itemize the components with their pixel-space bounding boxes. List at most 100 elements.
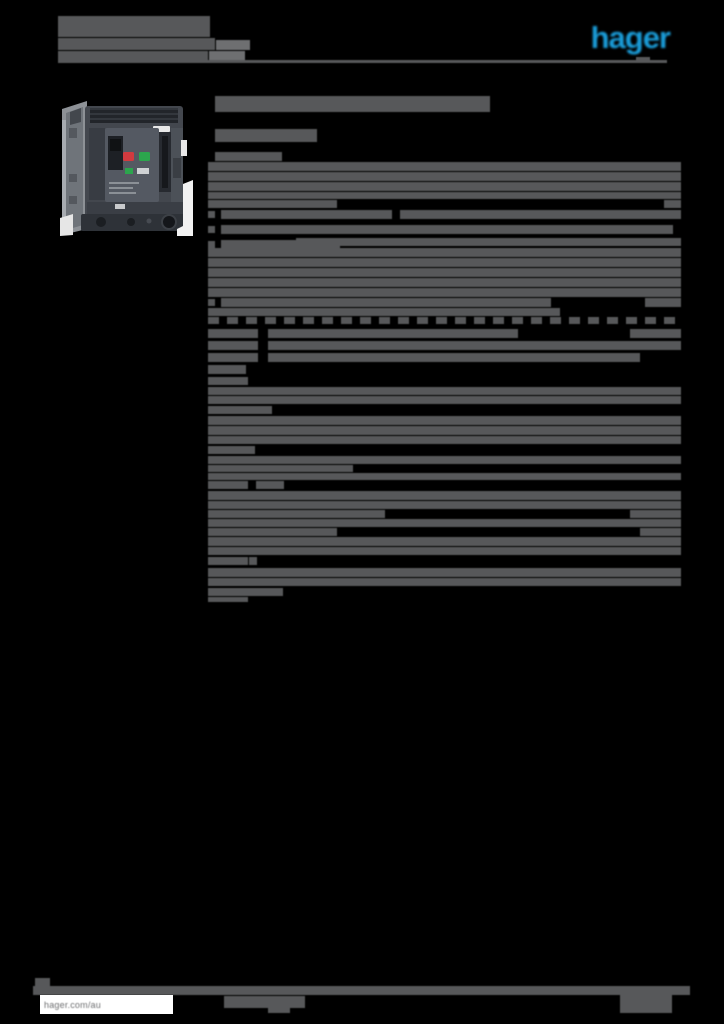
paragraph-line	[208, 578, 681, 586]
base-port	[96, 217, 106, 227]
paragraph-line	[208, 248, 681, 257]
table-value	[268, 353, 640, 362]
rating-plate-line	[109, 192, 136, 194]
paragraph-line	[208, 510, 385, 518]
breaker-lower-band	[87, 202, 183, 215]
paragraph-line	[208, 528, 337, 536]
paragraph-line	[208, 200, 337, 208]
lower-band-label	[115, 204, 125, 209]
on-button[interactable]	[139, 152, 150, 161]
paragraph-line	[640, 528, 681, 536]
status-indicator-white	[137, 168, 149, 174]
table-value	[630, 329, 681, 338]
handle-slot-inner	[162, 136, 168, 188]
table-label	[208, 329, 258, 338]
table-label	[208, 365, 246, 374]
breaker-side-frame-inner	[66, 107, 83, 230]
paragraph-line	[208, 192, 681, 199]
table-label	[208, 557, 248, 565]
paragraph-line	[208, 456, 681, 464]
breaker-frame-edge	[62, 120, 66, 218]
paragraph-line	[208, 436, 681, 444]
paragraph-line	[208, 396, 681, 404]
paragraph-line	[208, 416, 681, 425]
breaker-illustration	[60, 101, 193, 236]
breaker-left-column	[89, 128, 105, 200]
section-heading	[215, 152, 282, 161]
vent-slat	[90, 115, 178, 118]
paragraph-line	[208, 597, 248, 602]
table-label	[208, 341, 258, 350]
hager-logo: hager	[590, 20, 671, 55]
dashed-leader-line	[208, 317, 681, 324]
base-port	[127, 218, 135, 226]
frame-cutout	[69, 128, 77, 138]
charging-shaft	[161, 214, 177, 230]
status-indicator-green	[125, 168, 133, 174]
footer-notch	[35, 978, 50, 986]
header-text-line	[58, 16, 210, 37]
bullet-marker	[208, 211, 215, 218]
paragraph-line	[208, 537, 681, 546]
header-text-line	[216, 40, 250, 50]
paragraph-line	[208, 288, 681, 297]
paragraph-line	[208, 308, 560, 316]
bullet-line	[400, 210, 681, 219]
bullet-line	[645, 298, 681, 307]
rating-plate-line	[109, 187, 133, 189]
paragraph-line	[664, 200, 681, 208]
table-label	[208, 481, 248, 489]
product-subtitle	[215, 129, 317, 142]
photo-white-accent	[177, 180, 193, 236]
header-text-line	[58, 38, 215, 50]
paragraph-line	[208, 162, 681, 171]
paragraph-line	[208, 268, 681, 277]
footer-right-block	[620, 995, 672, 1013]
header-text-line	[209, 51, 245, 61]
footer-center-block	[224, 996, 305, 1008]
footer-website-box: hager.com/au	[40, 995, 173, 1014]
bullet-marker	[208, 241, 215, 248]
table-label	[208, 446, 255, 454]
paragraph-line	[208, 258, 681, 267]
right-column-recess	[173, 158, 181, 178]
bullet-line	[296, 238, 681, 246]
paragraph-line	[208, 182, 681, 191]
paragraph-line	[630, 510, 681, 518]
paragraph-line	[208, 278, 681, 287]
bullet-marker	[208, 226, 215, 233]
table-label	[208, 406, 272, 414]
paragraph-line	[208, 465, 353, 472]
paragraph-line	[208, 588, 283, 596]
table-value	[268, 341, 681, 350]
bullet-line	[221, 225, 673, 234]
air-circuit-breaker-photo	[57, 88, 196, 240]
paragraph-line	[208, 491, 681, 500]
bullet-line	[221, 298, 551, 307]
footer-bar	[33, 986, 690, 995]
frame-white-base	[60, 214, 73, 236]
table-label	[208, 353, 258, 362]
bullet-line	[221, 240, 340, 249]
table-value	[256, 481, 284, 489]
photo-white-accent	[181, 140, 187, 156]
paragraph-line	[208, 547, 681, 555]
vent-slat	[90, 110, 178, 113]
bullet-marker	[249, 557, 257, 565]
paragraph-line	[208, 387, 681, 395]
vent-slat	[90, 120, 178, 123]
header-rule	[58, 60, 667, 63]
product-title	[215, 96, 490, 112]
footer-website-link[interactable]: hager.com/au	[44, 999, 101, 1010]
paragraph-line	[208, 501, 681, 509]
off-button[interactable]	[123, 152, 134, 161]
rating-plate-line	[109, 182, 139, 184]
table-label	[208, 377, 248, 385]
bullet-line	[221, 210, 392, 219]
base-screw	[146, 218, 152, 224]
logo-underline	[636, 57, 650, 63]
section-strip	[208, 473, 681, 480]
paragraph-line	[208, 172, 681, 181]
